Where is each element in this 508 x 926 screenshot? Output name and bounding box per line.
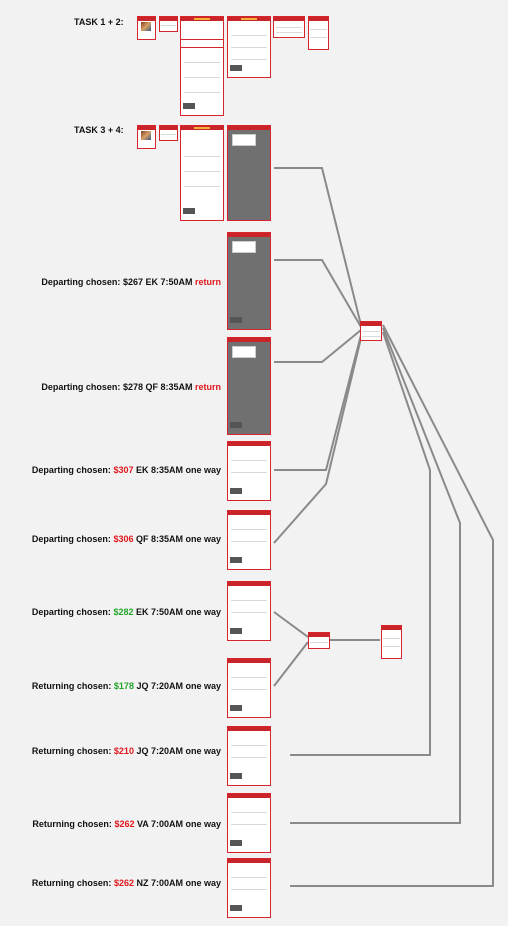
- connector-line: [274, 259, 362, 328]
- row-price: $267: [122, 277, 143, 287]
- row-flight: EK 8:35AM: [133, 465, 186, 475]
- row-suffix: return: [194, 277, 221, 287]
- row-price: $307: [113, 465, 134, 475]
- screenshot-thumbnail-modal: [227, 125, 271, 221]
- row-price: $262: [114, 819, 135, 829]
- row-flight: JQ 7:20AM: [133, 746, 186, 756]
- row-label-3: Departing chosen: $307 EK 8:35AM one way: [32, 465, 221, 475]
- row-flight: QF 8:35AM: [133, 534, 186, 544]
- final-thumbnail: [381, 625, 402, 659]
- row-price: $262: [113, 878, 134, 888]
- row-prefix: Returning chosen:: [31, 878, 114, 888]
- screenshot-thumbnail: [227, 510, 271, 570]
- hub-thumbnail: [360, 321, 382, 341]
- row-price: $178: [113, 681, 134, 691]
- screenshot-thumbnail: [308, 16, 329, 50]
- screenshot-thumbnail: [137, 16, 156, 40]
- screenshot-thumbnail: [227, 858, 271, 918]
- row-price: $282: [113, 607, 134, 617]
- row-suffix: one way: [185, 746, 221, 756]
- row-flight: EK 7:50AM: [133, 607, 186, 617]
- row-price: $278: [122, 382, 143, 392]
- hub-thumbnail: [308, 632, 330, 649]
- row-prefix: Returning chosen:: [32, 819, 115, 829]
- connector-line: [274, 334, 362, 471]
- section-label-task-3-4: TASK 3 + 4:: [74, 125, 124, 135]
- screenshot-thumbnail: [273, 16, 305, 38]
- screenshot-thumbnail: [227, 16, 271, 78]
- row-prefix: Departing chosen:: [41, 277, 123, 287]
- screenshot-thumbnail: [227, 581, 271, 641]
- row-suffix: one way: [185, 819, 221, 829]
- screenshot-thumbnail: [227, 726, 271, 786]
- screenshot-thumbnail-modal: [227, 232, 271, 330]
- screenshot-thumbnail: [227, 658, 271, 718]
- row-flight: QF 8:35AM: [142, 382, 195, 392]
- row-prefix: Departing chosen:: [41, 382, 123, 392]
- screenshot-thumbnail-modal: [227, 337, 271, 435]
- row-label-6: Returning chosen: $178 JQ 7:20AM one way: [32, 681, 221, 691]
- row-suffix: one way: [185, 681, 221, 691]
- row-label-9: Returning chosen: $262 NZ 7:00AM one way: [32, 878, 221, 888]
- screenshot-thumbnail: [180, 125, 224, 221]
- connector-line: [290, 331, 431, 756]
- screenshot-thumbnail: [159, 125, 178, 141]
- connector-line: [274, 329, 362, 363]
- row-label-7: Returning chosen: $210 JQ 7:20AM one way: [32, 746, 221, 756]
- screenshot-thumbnail: [159, 16, 178, 32]
- row-suffix: one way: [185, 607, 221, 617]
- screenshot-thumbnail: [137, 125, 156, 149]
- row-prefix: Returning chosen:: [31, 746, 114, 756]
- connector-line: [273, 337, 362, 544]
- row-prefix: Departing chosen:: [31, 534, 114, 544]
- screenshot-thumbnail: [227, 793, 271, 853]
- connector-line: [273, 611, 309, 638]
- row-label-4: Departing chosen: $306 QF 8:35AM one way: [32, 534, 221, 544]
- row-prefix: Departing chosen:: [31, 465, 114, 475]
- row-label-1: Departing chosen: $267 EK 7:50AM return: [41, 277, 221, 287]
- row-label-8: Returning chosen: $262 VA 7:00AM one way: [32, 819, 221, 829]
- screenshot-thumbnail: [227, 441, 271, 501]
- row-suffix: one way: [185, 878, 221, 888]
- row-suffix: one way: [185, 534, 221, 544]
- row-label-5: Departing chosen: $282 EK 7:50AM one way: [32, 607, 221, 617]
- row-prefix: Departing chosen:: [31, 607, 114, 617]
- connector-line: [273, 641, 309, 687]
- row-suffix: return: [194, 382, 221, 392]
- screenshot-thumbnail: [180, 16, 224, 116]
- connector-line: [274, 167, 362, 326]
- row-label-2: Departing chosen: $278 QF 8:35AM return: [41, 382, 221, 392]
- section-label-task-1-2: TASK 1 + 2:: [74, 17, 124, 27]
- row-prefix: Returning chosen:: [31, 681, 114, 691]
- row-price: $306: [113, 534, 134, 544]
- connector-line: [290, 327, 461, 824]
- row-flight: JQ 7:20AM: [133, 681, 186, 691]
- connector-line: [290, 324, 494, 887]
- row-suffix: one way: [185, 465, 221, 475]
- row-price: $210: [113, 746, 134, 756]
- row-flight: VA 7:00AM: [134, 819, 186, 829]
- row-flight: NZ 7:00AM: [133, 878, 186, 888]
- row-flight: EK 7:50AM: [142, 277, 195, 287]
